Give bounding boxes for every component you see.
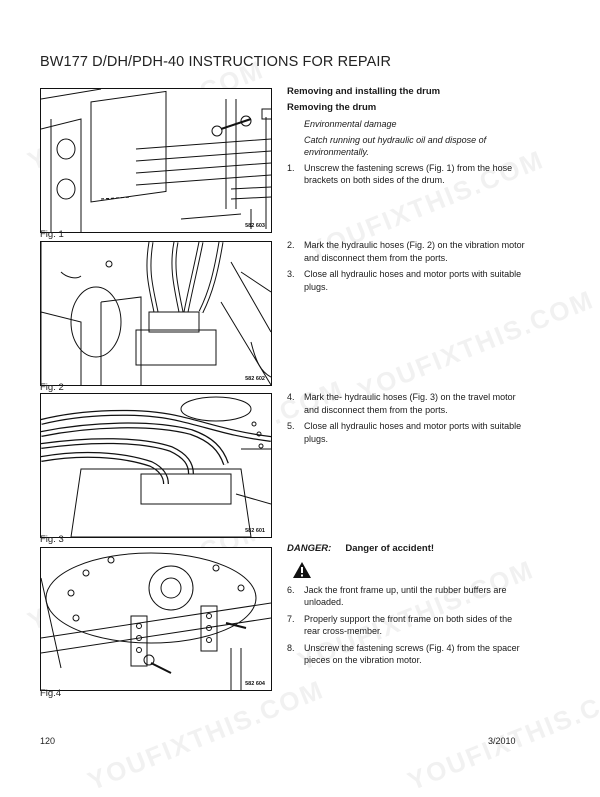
figure-3-caption: Fig. 3 (40, 534, 64, 545)
watermark: YOUFIXTHIS.COM (353, 283, 599, 407)
subsection-heading: Removing the drum (287, 101, 377, 113)
step-number: 8. (287, 642, 295, 653)
danger-text: Danger of accident! (345, 543, 435, 554)
step-item: 2. Mark the hydraulic hoses (Fig. 2) on … (287, 239, 527, 264)
step-number: 5. (287, 421, 295, 431)
step-number: 4. (287, 392, 295, 402)
page-title: BW177 D/DH/PDH-40 INSTRUCTIONS FOR REPAI… (40, 54, 392, 70)
section-intro: Removing and installing the drum Removin… (287, 86, 527, 191)
figure-4-image: 582 604 (40, 547, 272, 691)
step-item: 3. Close all hydraulic hoses and motor p… (287, 268, 527, 293)
figure-3-image: 582 601 (40, 393, 272, 538)
warning-triangle-icon (293, 561, 311, 578)
danger-label: DANGER: (287, 543, 332, 554)
figure-3-code: 582 601 (245, 528, 265, 534)
footer-date: 3/2010 (488, 736, 516, 746)
figure-1-code: 582 603 (245, 223, 265, 229)
step-text: Mark the hydraulic hoses (Fig. 2) on the… (304, 240, 525, 263)
danger-notice: DANGER: Danger of accident! (287, 543, 527, 556)
step-text: Unscrew the fastening screws (Fig. 4) fr… (304, 642, 520, 666)
figure-1-caption: Fig. 1 (40, 229, 64, 240)
step-text: Properly support the front frame on both… (304, 613, 513, 637)
step-number: 2. (287, 240, 295, 250)
figure-4-drawing (41, 552, 271, 690)
step-number: 1. (287, 162, 295, 173)
page-number: 120 (40, 736, 56, 746)
section-heading: Removing and installing the drum (287, 86, 441, 97)
step-text: Jack the front frame up, until the rubbe… (304, 584, 507, 608)
environment-label: Environmental damage (304, 119, 397, 129)
figure-2-image: 582 602 (40, 241, 272, 386)
watermark: YOUFIXTHIS.COM (83, 673, 329, 797)
figure-1-drawing (41, 89, 271, 232)
step-item: 4. Mark the- hydraulic hoses (Fig. 3) on… (287, 391, 527, 416)
step-number: 7. (287, 613, 295, 624)
environment-text: Catch running out hydraulic oil and disp… (304, 134, 487, 158)
figure-4-code: 582 604 (245, 681, 265, 687)
step-text: Unscrew the fastening screws (Fig. 1) fr… (304, 162, 513, 186)
step-text: Close all hydraulic hoses and motor port… (304, 421, 522, 444)
figure-1-image: 582 603 (40, 88, 272, 233)
step-item: 5. Close all hydraulic hoses and motor p… (287, 420, 527, 445)
step-number: 6. (287, 584, 295, 595)
step-text: Mark the- hydraulic hoses (Fig. 3) on th… (304, 392, 516, 415)
section-danger: DANGER: Danger of accident! 6. Jack the … (287, 543, 527, 671)
step-item: 7. Properly support the front frame on b… (287, 613, 527, 638)
step-item: 1. Unscrew the fastening screws (Fig. 1)… (287, 162, 527, 187)
figure-3-drawing (41, 396, 271, 537)
figure-2-drawing (41, 242, 271, 385)
step-item: 6. Jack the front frame up, until the ru… (287, 584, 527, 609)
figure-2-caption: Fig. 2 (40, 382, 64, 393)
step-item: 8. Unscrew the fastening screws (Fig. 4)… (287, 642, 527, 667)
figure-2-code: 582 602 (245, 376, 265, 382)
section-steps-4-5: 4. Mark the- hydraulic hoses (Fig. 3) on… (287, 391, 527, 449)
section-steps-2-3: 2. Mark the hydraulic hoses (Fig. 2) on … (287, 239, 527, 297)
step-text: Close all hydraulic hoses and motor port… (304, 269, 522, 292)
step-number: 3. (287, 269, 295, 279)
figure-4-caption: Fig.4 (40, 688, 62, 699)
